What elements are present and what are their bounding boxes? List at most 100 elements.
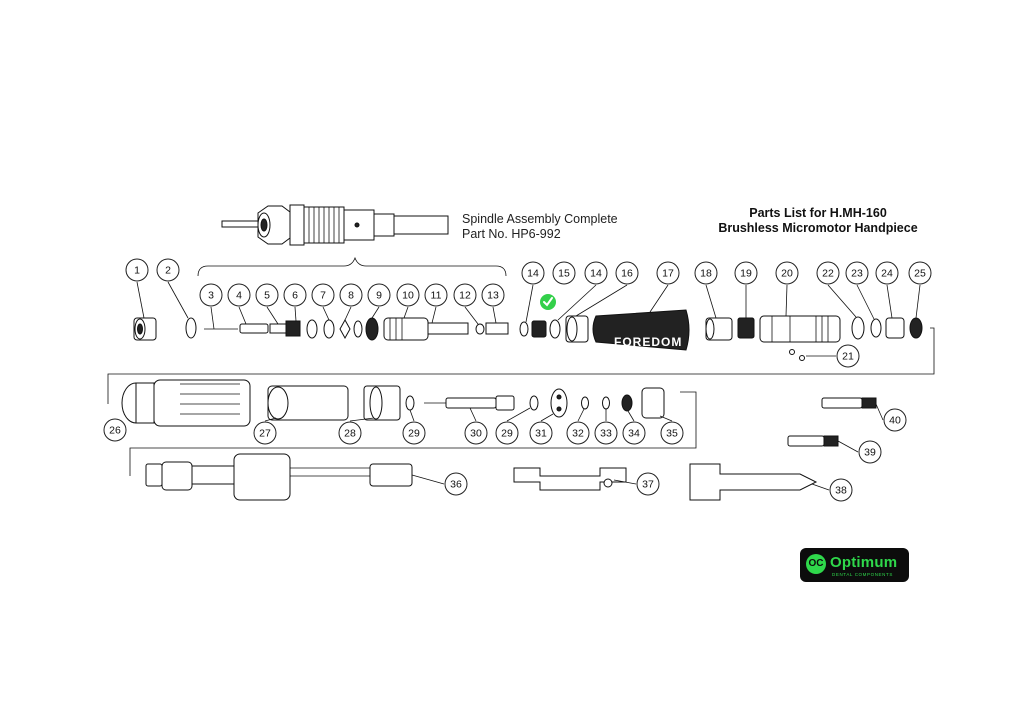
leader-line [238,306,247,325]
callout-circle [845,261,869,285]
callout-circle [311,283,335,307]
callout-18: 18 [694,261,718,285]
callout-number: 10 [402,290,414,302]
leader-dot [799,355,805,361]
leader-line [210,306,215,330]
leader-line [525,284,534,323]
callout-circle [444,472,468,496]
spindle-assembly-line2: Part No. HP6-992 [462,227,561,241]
callout-number: 32 [572,428,584,440]
callout-number: 1 [134,265,140,277]
callout-circle [464,421,488,445]
callout-number: 31 [535,428,547,440]
callout-circle [694,261,718,285]
leader-line [577,408,585,422]
callout-circle [552,261,576,285]
callout-8: 8 [339,283,363,307]
callout-14: 14 [584,261,608,285]
callout-circle [622,421,646,445]
leader-line [294,306,297,322]
callout-16: 16 [615,261,639,285]
leader-line [827,284,857,318]
callout-14: 14 [521,261,545,285]
callout-number: 27 [259,428,271,440]
callout-17: 17 [656,261,680,285]
leader-line [371,306,380,319]
callout-circle [156,258,180,282]
leader-line [349,417,375,422]
leader-line [411,474,445,485]
callout-circle [660,421,684,445]
callout-circle [283,283,307,307]
callout-19: 19 [734,261,758,285]
callout-number: 39 [864,447,876,459]
callout-circle [566,421,590,445]
callout-circle [875,261,899,285]
leader-line [886,284,893,319]
callout-circle [829,478,853,502]
leader-line [613,479,637,485]
callout-38: 38 [829,478,853,502]
callout-circle [584,261,608,285]
logo-tagline: DENTAL COMPONENTS [832,572,893,577]
callout-circle [816,261,840,285]
foredom-brand-text: FOREDOM [614,335,682,349]
callout-number: 17 [662,268,674,280]
callout-22: 22 [816,261,840,285]
callout-circle [339,283,363,307]
leader-line [266,306,279,325]
row2-parts [121,379,665,427]
logo-name: Optimum [830,554,898,571]
spindle-assembly-caption: Spindle Assembly Complete Part No. HP6-9… [462,212,618,242]
leader-line [627,410,635,422]
callout-circle [402,421,426,445]
callout-2: 2 [156,258,180,282]
leader-line [464,306,479,325]
callout-number: 34 [628,428,640,440]
leader-line [915,284,921,319]
callout-13: 13 [481,283,505,307]
callout-number: 20 [781,268,793,280]
callout-circle [734,261,758,285]
spindle-assembly-illustration [221,204,449,246]
callout-number: 24 [881,268,893,280]
callout-number: 2 [165,265,171,277]
leader-line [875,403,884,421]
callout-number: 29 [501,428,513,440]
callout-number: 35 [666,428,678,440]
callout-number: 25 [914,268,926,280]
callout-4: 4 [227,283,251,307]
callout-34: 34 [622,421,646,445]
callout-circle [199,283,223,307]
callout-37: 37 [636,472,660,496]
callout-number: 38 [835,485,847,497]
callout-number: 29 [408,428,420,440]
callout-circle [367,283,391,307]
leader-line [785,284,788,317]
callout-number: 30 [470,428,482,440]
brand-logo: OC Optimum DENTAL COMPONENTS [800,548,909,582]
callout-number: 15 [558,268,570,280]
callout-circle [424,283,448,307]
callout-circle [396,283,420,307]
callout-circle [636,472,660,496]
leader-line [409,409,415,422]
callout-circle [227,283,251,307]
leader-line [540,413,554,422]
callout-26: 26 [103,418,127,442]
leader-line [167,281,189,319]
leader-line [659,415,673,422]
leader-line [322,306,330,321]
callout-circle [253,421,277,445]
leader-dot [789,349,795,355]
callout-20: 20 [775,261,799,285]
row2-row3-connector [129,391,697,476]
callout-number: 8 [348,290,354,302]
callout-number: 14 [590,268,602,280]
callout-number: 12 [459,290,471,302]
leader-line [469,407,477,422]
callout-11: 11 [424,283,448,307]
callout-circle [338,421,362,445]
